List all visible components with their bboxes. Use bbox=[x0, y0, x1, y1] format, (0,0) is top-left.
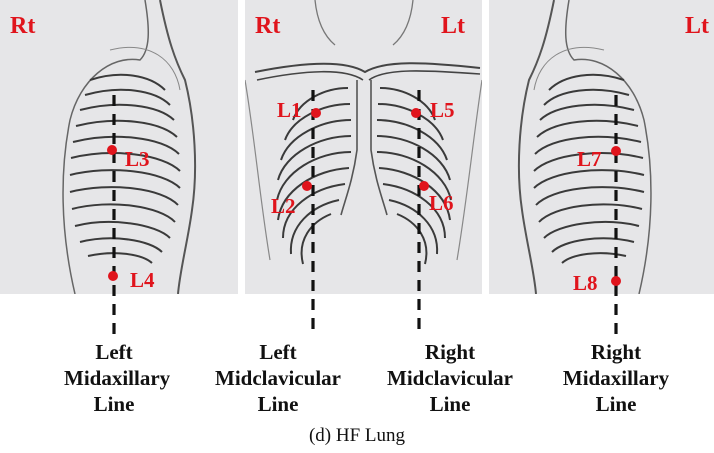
point-l5-marker bbox=[411, 108, 421, 118]
point-l8-marker bbox=[611, 276, 621, 286]
label-left-midclavicular-line: Left Midclavicular Line bbox=[198, 339, 358, 417]
label-left-midaxillary-line: Left Midaxillary Line bbox=[64, 339, 164, 417]
point-label-l4: L4 bbox=[130, 270, 155, 291]
point-label-l5: L5 bbox=[430, 100, 455, 121]
point-label-l6: L6 bbox=[429, 193, 454, 214]
point-label-l8: L8 bbox=[573, 273, 598, 294]
label-right-midclavicular-line: Right Midclavicular Line bbox=[370, 339, 530, 417]
point-label-l2: L2 bbox=[271, 196, 296, 217]
point-l2-marker bbox=[302, 181, 312, 191]
point-l6-marker bbox=[419, 181, 429, 191]
point-l3-marker bbox=[107, 145, 117, 155]
point-l7-marker bbox=[611, 146, 621, 156]
point-label-l1: L1 bbox=[277, 100, 302, 121]
point-label-l7: L7 bbox=[577, 149, 602, 170]
point-l1-marker bbox=[311, 108, 321, 118]
figure-caption: (d) HF Lung bbox=[0, 425, 714, 447]
point-l4-marker bbox=[108, 271, 118, 281]
point-label-l3: L3 bbox=[125, 149, 150, 170]
label-right-midaxillary-line: Right Midaxillary Line bbox=[556, 339, 676, 417]
